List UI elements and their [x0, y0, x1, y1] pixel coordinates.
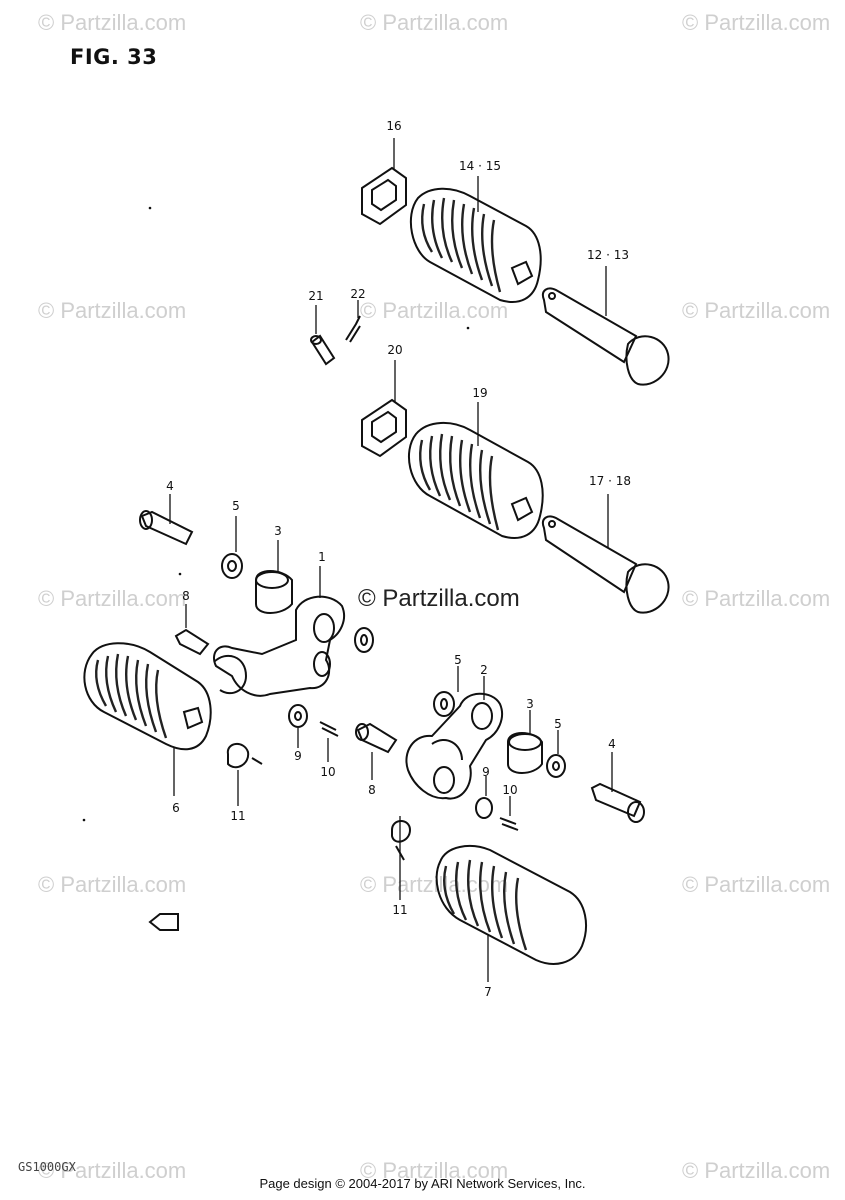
callout-21: 21 [308, 289, 323, 303]
callout-3-right: 3 [526, 697, 534, 711]
washer-5-left [221, 516, 243, 579]
washer-5-right-a [433, 666, 459, 717]
washer-5-right-b [546, 730, 566, 778]
front-arrow-icon [148, 913, 179, 931]
footpeg-rubber-6 [83, 642, 212, 796]
bracket-1 [213, 566, 346, 697]
clip-11-left [226, 743, 263, 806]
callout-1: 1 [318, 550, 326, 564]
washer-9-right [475, 776, 493, 819]
callout-17-18: 17 · 18 [589, 474, 631, 488]
clip-22 [345, 300, 361, 343]
gasket-plate-20 [361, 360, 407, 458]
pin-21 [310, 305, 336, 366]
washer-9-left [288, 704, 308, 748]
watermark: © Partzilla.com [682, 872, 831, 897]
watermark: © Partzilla.com [682, 298, 831, 323]
watermark: © Partzilla.com [682, 1158, 831, 1183]
bracket-2 [405, 676, 504, 800]
model-code: GS1000GX [18, 1160, 76, 1174]
callout-2: 2 [480, 663, 488, 677]
footer-credit: Page design © 2004-2017 by ARI Network S… [259, 1176, 586, 1191]
watermark: © Partzilla.com [682, 10, 831, 35]
pin-8-right [355, 722, 398, 780]
footpeg-rubber-7 [435, 845, 587, 982]
figure-label: FIG. 33 [70, 45, 158, 69]
callout-11-right: 11 [392, 903, 407, 917]
callout-9-left: 9 [294, 749, 302, 763]
callout-10-right: 10 [502, 783, 517, 797]
watermark: © Partzilla.com [682, 586, 831, 611]
callout-3-left: 3 [274, 524, 282, 538]
center-watermark: © Partzilla.com [358, 585, 520, 612]
bolt-4-left [139, 494, 194, 546]
callout-4-right: 4 [608, 737, 616, 751]
callout-7: 7 [484, 985, 492, 999]
watermark: © Partzilla.com [360, 872, 509, 897]
watermark: © Partzilla.com [38, 1158, 187, 1183]
watermark: © Partzilla.com [38, 298, 187, 323]
callout-22: 22 [350, 287, 365, 301]
callout-5-left: 5 [232, 499, 240, 513]
pin-8-left [174, 604, 210, 656]
callout-8-right: 8 [368, 783, 376, 797]
callout-5-right-a: 5 [454, 653, 462, 667]
callout-10-left: 10 [320, 765, 335, 779]
washer-right-of-bracket [354, 627, 374, 653]
callout-12-13: 12 · 13 [587, 248, 629, 262]
callout-14-15: 14 · 15 [459, 159, 501, 173]
callout-9-right: 9 [482, 765, 490, 779]
gasket-plate-16 [361, 138, 407, 226]
callout-6: 6 [172, 801, 180, 815]
footpeg-pin-12-13 [542, 266, 670, 386]
watermark: © Partzilla.com [360, 1158, 509, 1183]
watermark: © Partzilla.com [38, 10, 187, 35]
callout-16: 16 [386, 119, 401, 133]
cotter-10-left [319, 721, 339, 762]
bushing-3-left [255, 540, 293, 614]
cotter-10-right [499, 796, 519, 831]
footpeg-pin-17-18 [542, 494, 670, 614]
watermark: © Partzilla.com [38, 586, 187, 611]
callout-8-left: 8 [182, 589, 190, 603]
callout-4-left: 4 [166, 479, 174, 493]
bolt-4-right [590, 752, 645, 823]
footpeg-rubber-19 [407, 402, 544, 539]
callout-11-left: 11 [230, 809, 245, 823]
watermark: © Partzilla.com [360, 298, 509, 323]
watermark: © Partzilla.com [38, 872, 187, 897]
callout-19: 19 [472, 386, 487, 400]
watermark: © Partzilla.com [360, 10, 509, 35]
callout-5-right-b: 5 [554, 717, 562, 731]
bushing-3-right [507, 710, 543, 774]
callout-20: 20 [387, 343, 402, 357]
clip-11-right [391, 816, 412, 900]
footpeg-rubber-14-15 [409, 176, 542, 303]
